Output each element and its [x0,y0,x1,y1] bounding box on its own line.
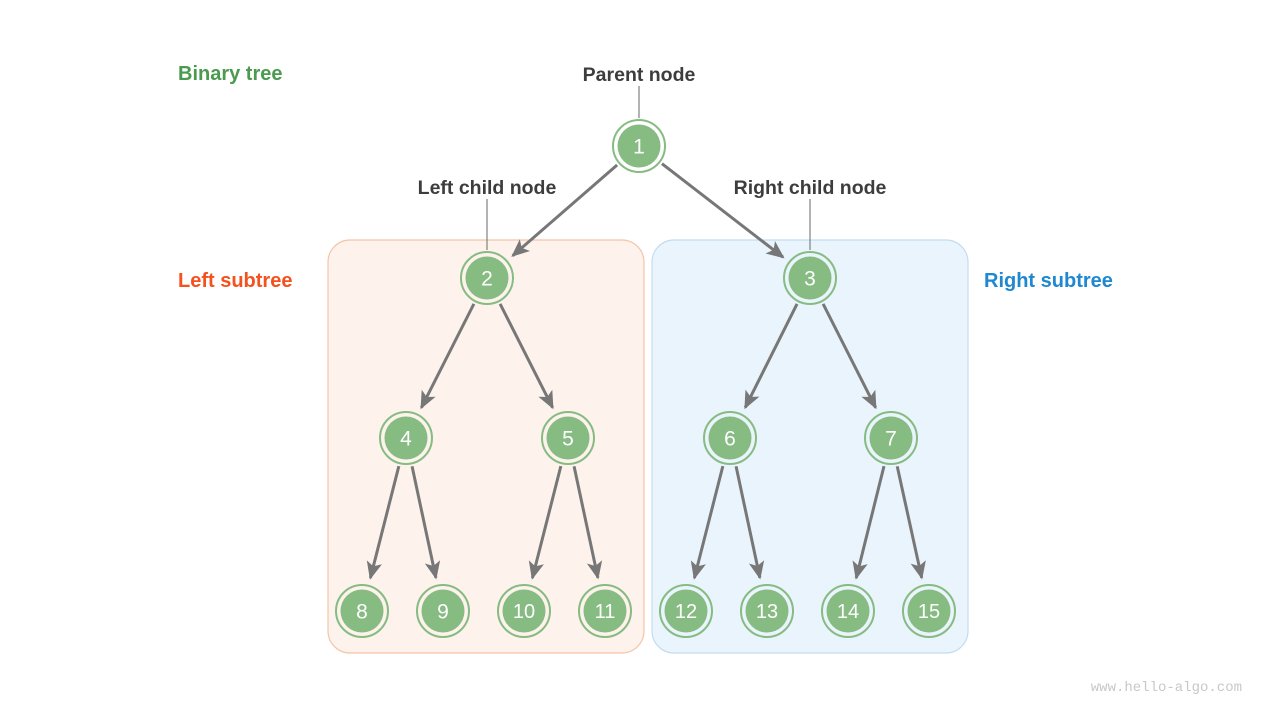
node-value-label: 8 [356,601,368,624]
tree-node-15[interactable]: 15 [902,584,956,638]
node-value-label: 12 [675,601,697,623]
node-circle [617,124,661,168]
left-subtree-label: Left subtree [178,270,292,292]
tree-node-11[interactable]: 11 [578,584,632,638]
node-ring [902,584,956,638]
node-value-label: 10 [513,601,535,623]
tree-node-3[interactable]: 3 [783,251,837,305]
node-ring [335,584,389,638]
right-subtree-region [651,239,969,654]
callout-parent-node: Parent node [583,64,696,86]
left-subtree-region [327,239,645,654]
diagram-title: Binary tree [178,63,283,85]
tree-node-2[interactable]: 2 [460,251,514,305]
node-ring [821,584,875,638]
node-ring [460,251,514,305]
callout-left-child-node: Left child node [418,177,557,199]
node-value-label: 9 [437,601,449,624]
tree-node-8[interactable]: 8 [335,584,389,638]
tree-node-7[interactable]: 7 [864,411,918,465]
node-circle [583,589,627,633]
node-circle [869,416,913,460]
node-value-label: 5 [562,428,574,451]
tree-edge-3-to-7 [821,303,877,410]
node-circle [421,589,465,633]
watermark: www.hello-algo.com [1091,680,1242,696]
tree-edge-5-to-10 [528,465,563,580]
node-ring [703,411,757,465]
tree-node-12[interactable]: 12 [659,584,713,638]
tree-edge-4-to-9 [410,466,441,580]
node-ring [416,584,470,638]
node-circle [788,256,832,300]
tree-node-5[interactable]: 5 [541,411,595,465]
tree-edge-6-to-12 [690,465,725,580]
tree-edge-7-to-14 [852,465,886,580]
tree-node-10[interactable]: 10 [497,584,551,638]
tree-edge-1-to-2 [511,163,619,257]
tree-edge-2-to-5 [498,303,554,410]
tree-node-13[interactable]: 13 [740,584,794,638]
node-value-label: 3 [804,268,816,291]
node-value-label: 14 [837,601,859,623]
tree-edge-5-to-11 [572,466,603,580]
tree-node-14[interactable]: 14 [821,584,875,638]
node-circle [546,416,590,460]
node-circle [826,589,870,633]
node-value-label: 13 [756,601,778,623]
node-value-label: 6 [724,428,736,451]
tree-edge-6-to-13 [734,466,765,580]
tree-edge-3-to-6 [743,303,799,410]
tree-edge-7-to-15 [895,465,926,580]
node-value-label: 11 [595,601,616,623]
node-value-label: 1 [633,136,645,159]
node-ring [659,584,713,638]
node-circle [502,589,546,633]
tree-node-6[interactable]: 6 [703,411,757,465]
right-subtree-label: Right subtree [984,270,1113,292]
node-ring [783,251,837,305]
node-circle [708,416,752,460]
tree-edges [366,162,926,580]
node-circle [745,589,789,633]
tree-edge-2-to-4 [420,303,476,410]
node-ring [740,584,794,638]
tree-edge-1-to-3 [661,162,785,259]
tree-edge-4-to-8 [366,465,401,580]
node-ring [864,411,918,465]
node-circle [384,416,428,460]
node-ring [497,584,551,638]
node-ring [612,119,666,173]
node-circle [664,589,708,633]
node-value-label: 7 [885,428,897,451]
node-ring [379,411,433,465]
node-circle [340,589,384,633]
node-value-label: 2 [481,268,493,291]
tree-node-1[interactable]: 1 [612,119,666,173]
node-value-label: 4 [400,428,412,451]
node-circle [465,256,509,300]
node-ring [541,411,595,465]
node-ring [578,584,632,638]
node-value-label: 15 [918,601,940,623]
tree-node-4[interactable]: 4 [379,411,433,465]
tree-node-9[interactable]: 9 [416,584,470,638]
node-circle [907,589,951,633]
callout-right-child-node: Right child node [734,177,887,199]
